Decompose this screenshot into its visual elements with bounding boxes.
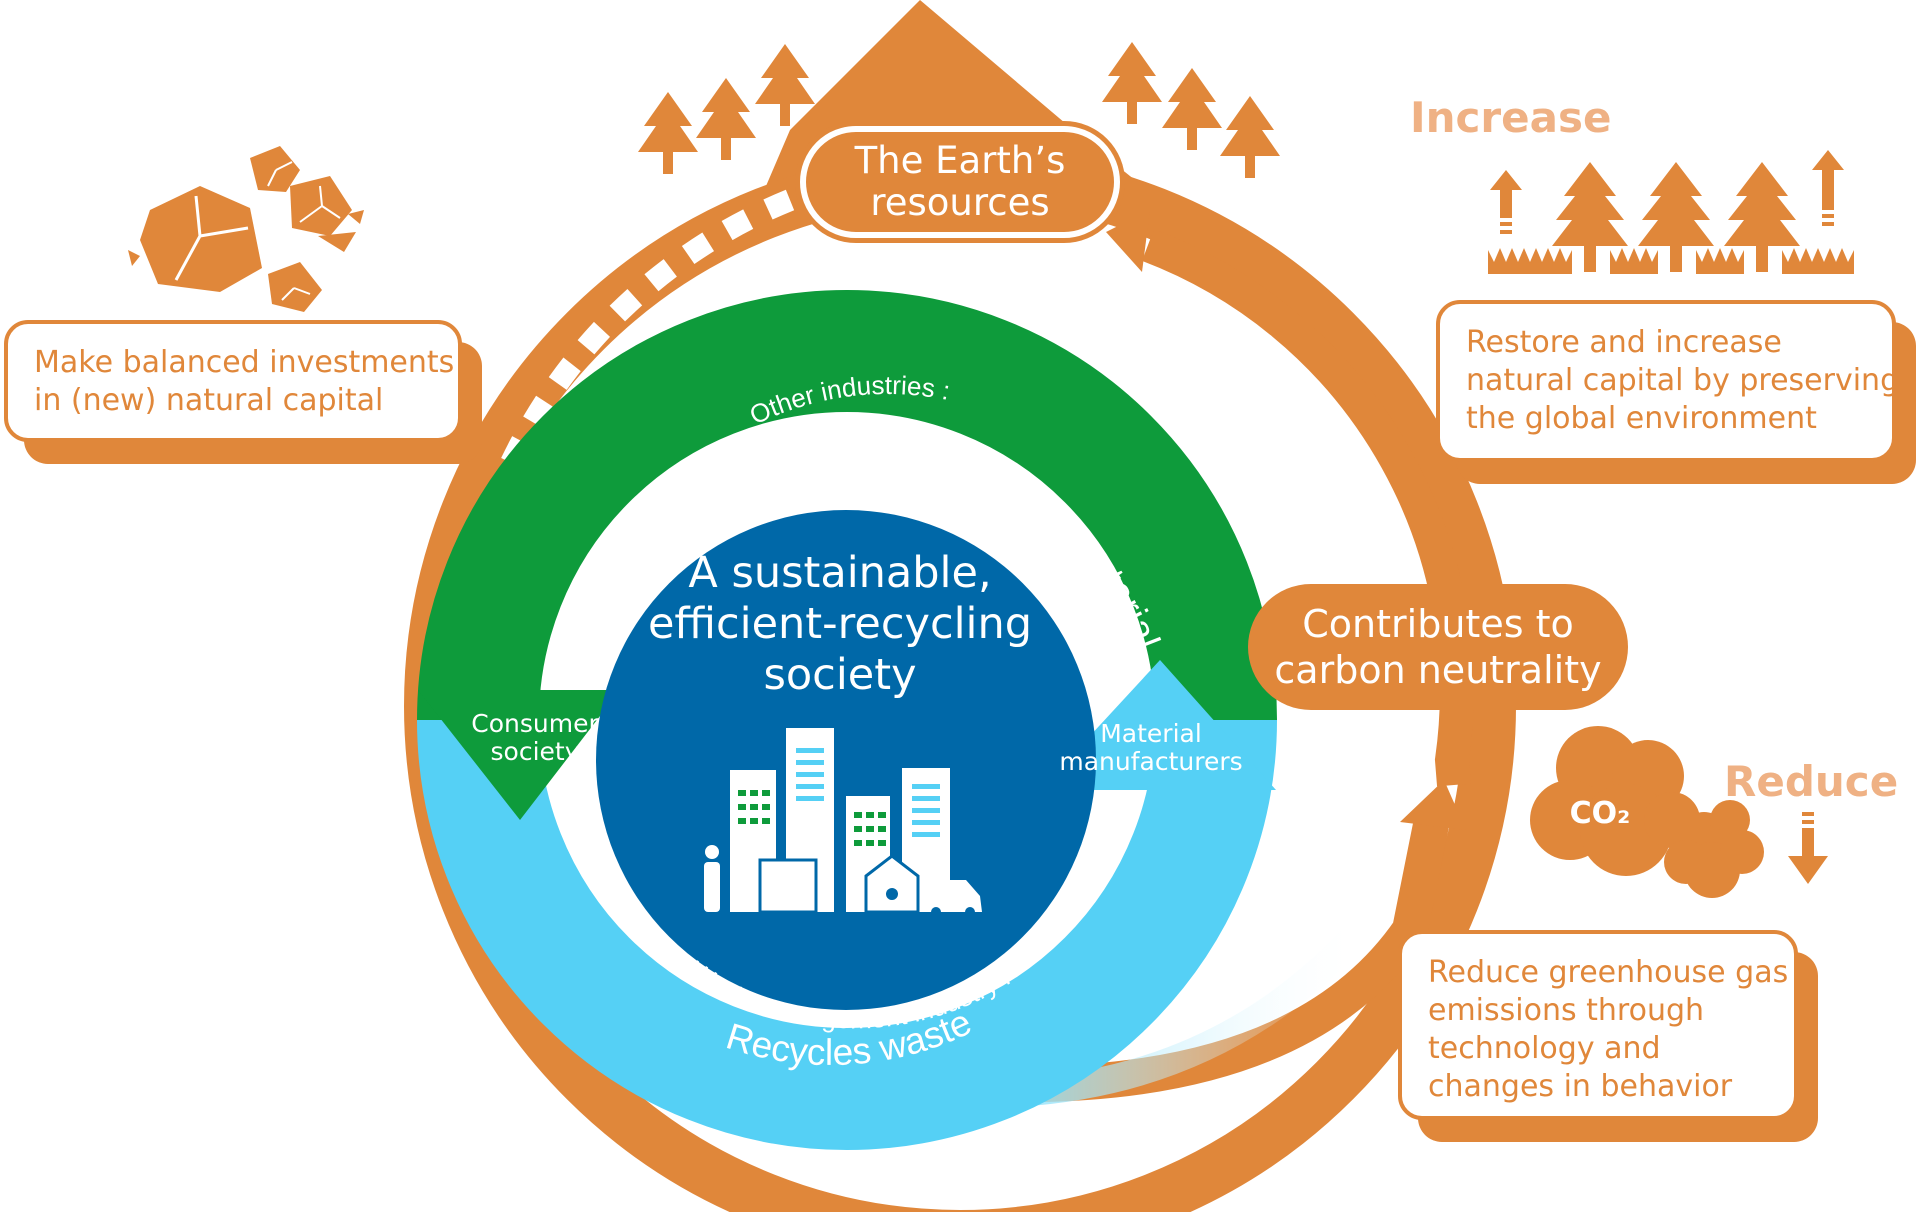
carbon-arrow-head [1400,780,1466,830]
callout-line: technology and [1428,1031,1661,1066]
callout-line: Restore and increase [1466,325,1782,360]
material-line: Material [1100,719,1202,748]
callout-line: natural capital by preserving [1466,363,1900,398]
restore-callout: Restore and increase natural capital by … [1436,300,1900,462]
consumer-society-label: Consumer society [450,710,620,766]
city-buildings-icon [704,728,982,917]
co2-clouds-icon [1530,726,1828,898]
co2-label: CO₂ [1569,796,1631,831]
callout-line: Reduce greenhouse gas [1428,955,1789,990]
callout-line: emissions through [1428,993,1705,1028]
reduce-emissions-callout: Reduce greenhouse gas emissions through … [1398,930,1798,1120]
increase-label: Increase [1410,93,1612,142]
return-arrow-head-top [1106,210,1150,272]
center-title-line: society [763,650,917,700]
consumer-line: Consumer [471,709,599,738]
earth-resources-pill: The Earth’s resources [800,126,1120,238]
carbon-neutrality-pill: Contributes to carbon neutrality [1248,584,1628,710]
carbon-line: carbon neutrality [1274,648,1602,692]
center-title-line: efficient-recycling [647,599,1033,649]
increase-trees-icon [1488,150,1854,274]
earth-line: The Earth’s [854,139,1066,182]
consumer-arrow-head [418,690,620,820]
center-disc [596,510,1096,1010]
earth-line: resources [870,181,1050,224]
callout-line: in (new) natural capital [34,383,384,418]
center-title-line: A sustainable, [688,548,992,598]
rocks-icon [128,146,364,312]
material-manufacturers-label: Material manufacturers [1046,720,1256,776]
consumer-line: society [490,737,580,766]
callout-line: the global environment [1466,401,1817,436]
investment-callout: Make balanced investments in (new) natur… [4,320,462,442]
callout-line: changes in behavior [1428,1069,1733,1104]
callout-line: Make balanced investments [34,345,455,380]
material-arrow-head [1040,660,1276,790]
green-manufacture-arc [417,290,1277,721]
material-line: manufacturers [1059,747,1243,776]
reduce-label: Reduce [1724,757,1899,806]
blue-recycle-arc [417,719,1277,1150]
center-title: A sustainable, efficient-recycling socie… [600,548,1080,701]
carbon-line: Contributes to [1302,602,1574,646]
